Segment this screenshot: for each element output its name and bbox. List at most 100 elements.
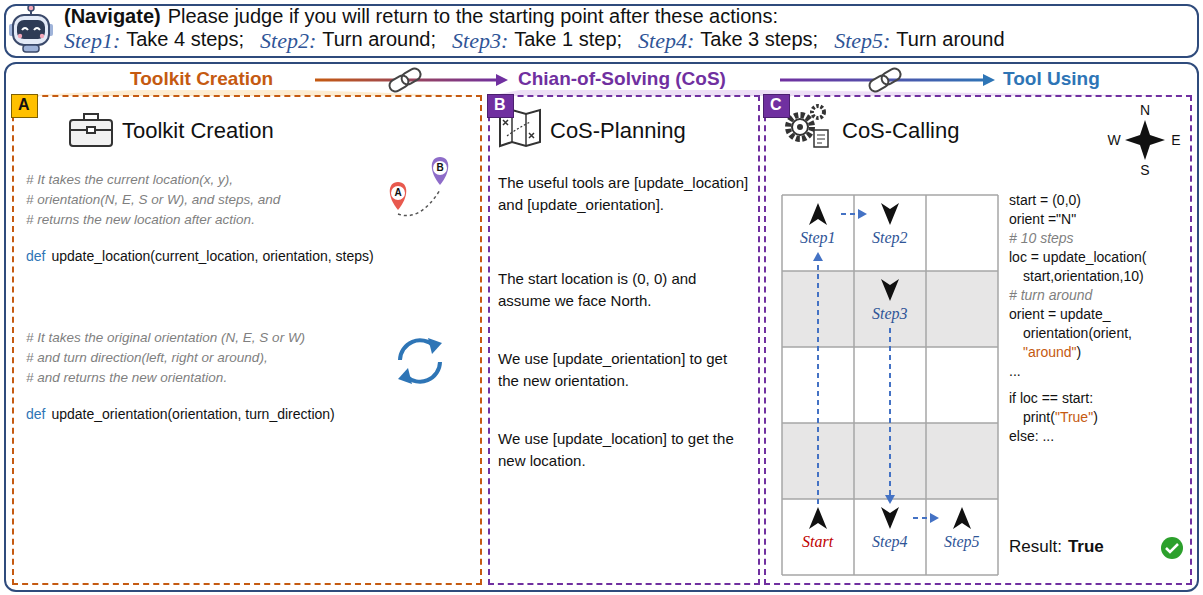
code-line: else: ... (1009, 428, 1054, 444)
stage-arrow (315, 66, 995, 93)
panel-badge: C (763, 94, 790, 118)
step-label: Step1: (64, 28, 120, 53)
step-action: Take 1 step; (514, 28, 622, 51)
code-line: orient = update_ (1009, 306, 1111, 322)
code-comment: # returns the new location after action. (26, 212, 255, 228)
compass-letter: W (1107, 132, 1120, 148)
code-line: ... (1009, 363, 1021, 379)
calling-box: CoS-Calling start = (0,0) orient ="N" # 10 … (764, 95, 1192, 585)
code-line: if loc == start: (1009, 390, 1093, 406)
code-keyword: def (26, 406, 45, 422)
compass-letter: E (1171, 132, 1180, 148)
stage-heading: Chian-of-Solving (CoS) (518, 68, 726, 90)
question-panel: (Navigate) Please judge if you will retur… (4, 4, 1199, 58)
move-path (817, 260, 819, 504)
toolkit-box: Toolkit Creation # It takes the current l… (12, 95, 482, 585)
arrow-head (930, 513, 939, 523)
arrow-head (858, 209, 867, 219)
grid-cell: Step1 (796, 201, 840, 251)
plan-step: The start location is (0, 0) and assume … (498, 268, 750, 312)
plan-step: We use [update_orientation] to get the n… (498, 348, 750, 392)
move-path (913, 517, 931, 519)
code-comment: # It takes the current location(x, y), (26, 172, 233, 188)
result-label: Result: (1009, 537, 1062, 557)
planning-box: CoS-PlanningThe useful tools are [update… (488, 95, 760, 585)
code-comment: # orientation(N, E, S or W), and steps, … (26, 192, 280, 208)
code-string: "True" (1055, 409, 1093, 425)
grid-cell: Step3 (868, 277, 912, 327)
step-label: Step3 (872, 305, 908, 323)
code-line: start = (0,0) (1009, 192, 1081, 208)
code-keyword: def (26, 248, 45, 264)
code-comment: # It takes the original orientation (N, … (26, 330, 305, 346)
step-label: Step1 (800, 229, 836, 247)
step-action: Turn around (896, 28, 1004, 51)
step-action: Take 3 steps; (700, 28, 818, 51)
code-comment: # 10 steps (1009, 230, 1074, 246)
code-line: ) (1093, 409, 1098, 425)
grid-cell: Step2 (868, 201, 912, 251)
step-label: Step5: (834, 28, 890, 53)
move-arrow (813, 252, 823, 504)
step-label: Step2: (260, 28, 316, 53)
map-pin-icon (390, 157, 449, 216)
result-value: True (1068, 537, 1104, 557)
move-arrow (841, 209, 867, 219)
code-line: print( (1023, 409, 1055, 425)
function-signature: update_location(current_location, orient… (51, 248, 373, 264)
step-label: Step4 (872, 533, 908, 551)
code-line: loc = update_location( (1009, 249, 1146, 265)
move-path (889, 328, 891, 496)
step-label: Step3: (452, 28, 508, 53)
code-comment: # and turn direction(left, right or arou… (26, 350, 268, 366)
step-label: Step4: (638, 28, 694, 53)
code-line: start,orientation,10) (1023, 268, 1144, 284)
gear-icon (788, 106, 828, 147)
badge-letter: A (18, 96, 30, 114)
panel-badge: B (487, 94, 514, 118)
step-label: Step2 (872, 229, 908, 247)
function-signature: update_orientation(orientation, turn_dir… (51, 406, 334, 422)
compass-icon (1125, 120, 1165, 160)
pin-letter: B (436, 162, 443, 174)
step-label: Step5 (944, 533, 980, 551)
arrow-head (813, 252, 823, 261)
step-action: Take 4 steps; (126, 28, 244, 51)
robot-icon (9, 5, 53, 52)
question-text: Please judge if you will return to the s… (168, 5, 778, 28)
rotate-icon (398, 338, 442, 384)
plan-step: The useful tools are [update_location] a… (498, 172, 750, 216)
start-label: Start (802, 533, 833, 551)
code-comment: # and returns the new orientation. (26, 370, 227, 386)
pin-letter: A (394, 187, 401, 199)
check-icon (1161, 537, 1183, 559)
panel-title: CoS-Calling (842, 118, 959, 143)
badge-letter: B (494, 96, 506, 114)
move-arrow (885, 328, 895, 504)
stage-heading: Tool Using (1003, 68, 1100, 90)
grid-cell: Step5 (940, 505, 984, 555)
compass-letter: S (1140, 162, 1149, 178)
code-string: "around" (1023, 344, 1077, 360)
code-line: orient ="N" (1009, 211, 1076, 227)
panel-title: Toolkit Creation (122, 118, 274, 143)
grid-map (782, 195, 998, 575)
panel-badge: A (11, 94, 38, 118)
code-comment: # turn around (1009, 287, 1092, 303)
toolbox-icon (70, 114, 112, 146)
panel-title: CoS-Planning (550, 118, 686, 143)
grid-cell: Start (798, 505, 838, 555)
arrow-head (885, 495, 895, 504)
step-action: Turn around; (322, 28, 436, 51)
stage-heading: Toolkit Creation (130, 68, 273, 90)
move-path (841, 213, 859, 215)
code-line: orientation(orient, (1023, 325, 1132, 341)
task-tag: (Navigate) (64, 5, 161, 28)
framework-panel: Toolkit Creation Chian-of-Solving (CoS) To… (4, 62, 1199, 592)
compass-letter: N (1140, 102, 1150, 118)
grid-cell: Step4 (868, 505, 912, 555)
code-line: ) (1077, 344, 1082, 360)
move-arrow (913, 513, 939, 523)
plan-step: We use [update_location] to get the new … (498, 428, 750, 472)
